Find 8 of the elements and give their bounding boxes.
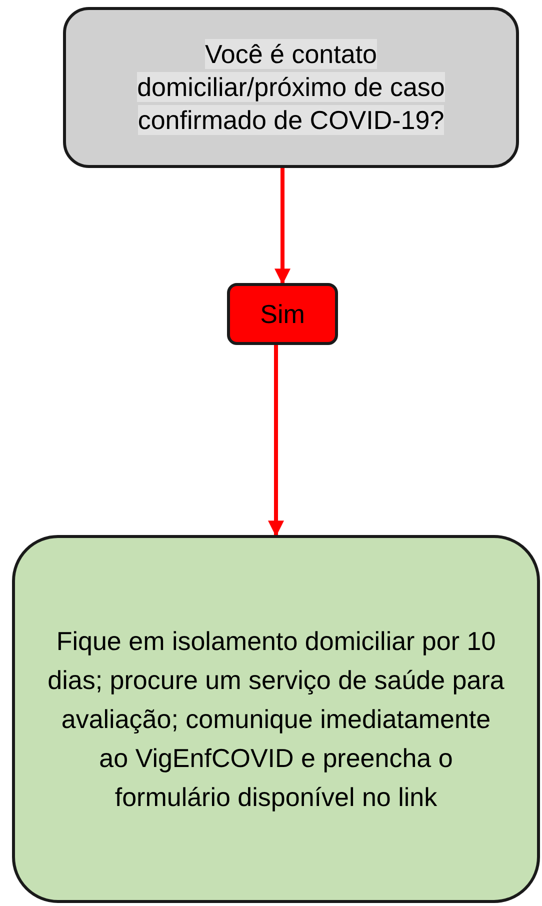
node-text: Você é contato domiciliar/próximo de caso confirmado de COVID-19? — [136, 38, 446, 137]
arrow — [268, 345, 284, 537]
node-text: Fique em isolamento domiciliar por 10 dias; procure um serviço de saúde para avaliação; comunique imediatamente ao VigEnfCOVID e preencha o formulário disponível no link — [46, 624, 506, 814]
instruction-box — [12, 535, 540, 903]
question-box — [63, 7, 519, 168]
answer-box — [227, 283, 338, 345]
arrow — [274, 168, 290, 285]
node-text: Sim — [260, 298, 305, 330]
